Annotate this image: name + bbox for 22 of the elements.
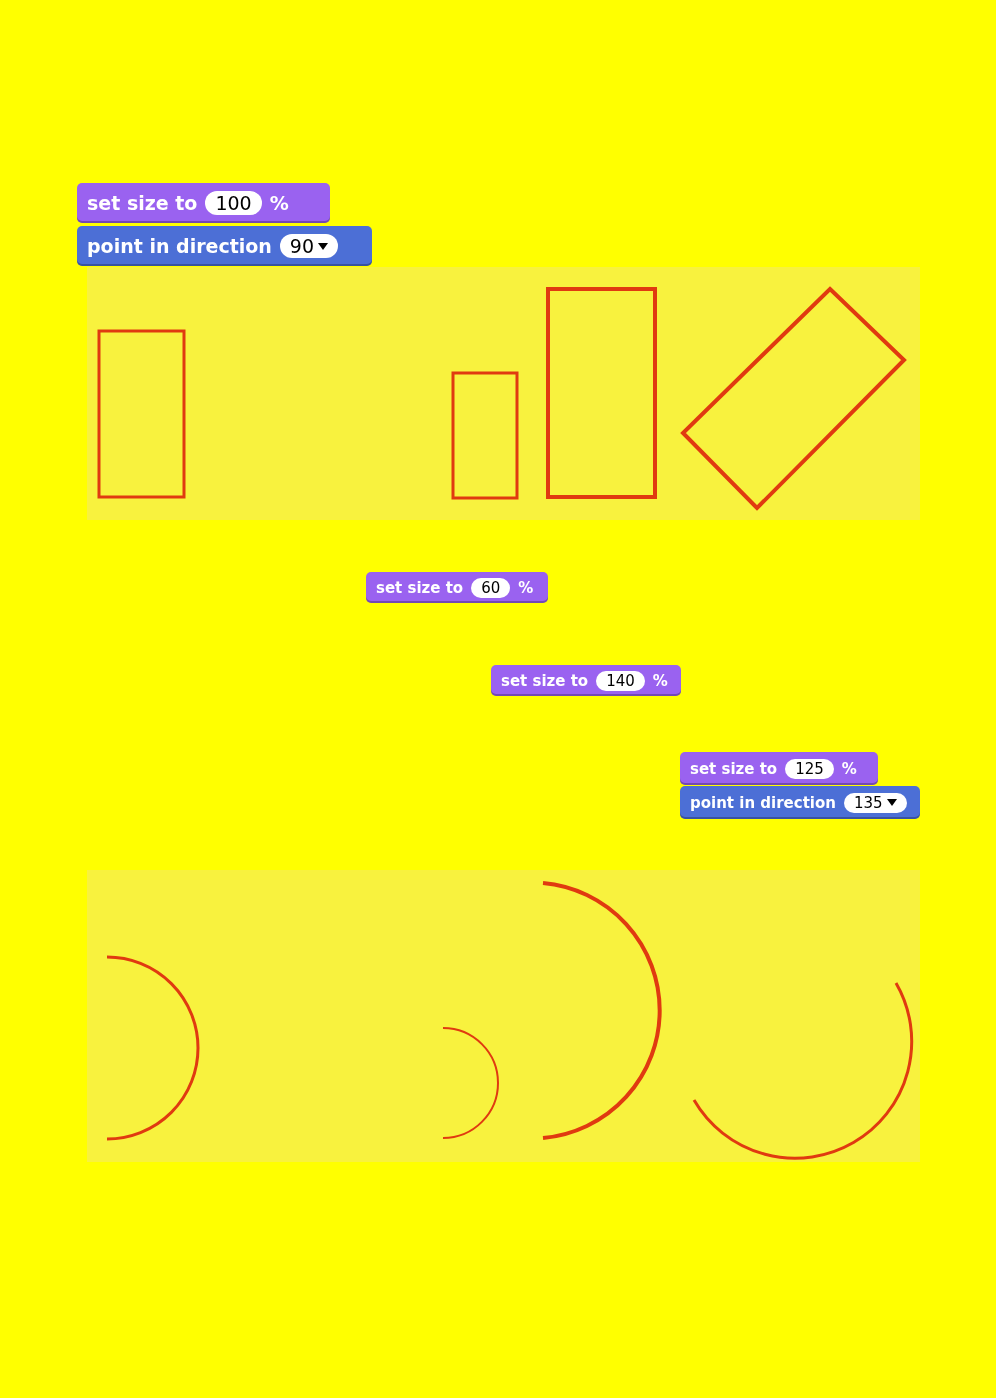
block-label: set size to (376, 578, 464, 597)
block-label: point in direction (690, 793, 836, 812)
code-block (491, 665, 681, 696)
block-label: set size to (87, 192, 198, 214)
dropdown-field: 135 (843, 792, 907, 813)
code-block (77, 226, 372, 266)
block-label: % (518, 578, 534, 597)
code-block (77, 183, 330, 223)
number-field: 60 (471, 577, 511, 598)
code-block (680, 786, 920, 819)
dropdown-field: 90 (279, 234, 339, 258)
number-field: 140 (596, 670, 645, 691)
block-label: % (841, 759, 857, 778)
block-label: % (269, 192, 289, 214)
block-label: set size to (501, 671, 589, 690)
code-block (680, 752, 878, 785)
block-label: % (652, 671, 668, 690)
code-block (366, 572, 548, 603)
number-field: 125 (785, 758, 834, 779)
block-label: point in direction (87, 235, 272, 257)
number-field: 100 (205, 191, 262, 215)
block-label: set size to (690, 759, 778, 778)
